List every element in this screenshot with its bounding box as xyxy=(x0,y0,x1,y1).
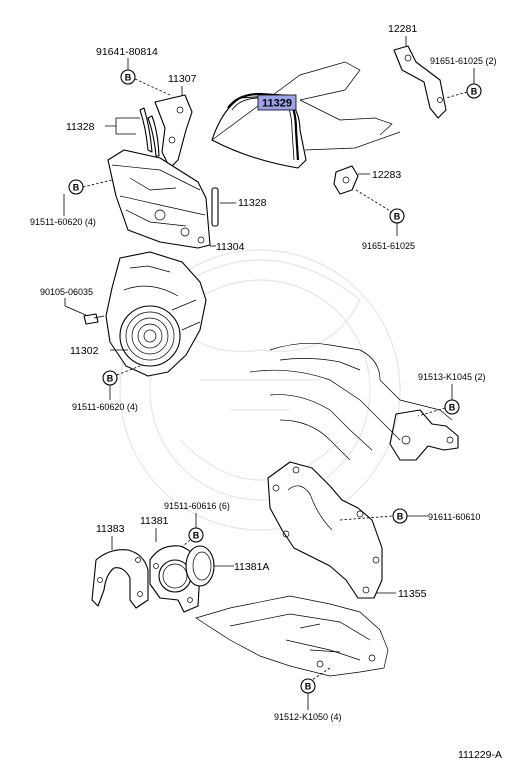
svg-text:B: B xyxy=(449,403,456,413)
label-90105-06035: 90105-06035 xyxy=(40,287,93,297)
part-11381a-oil-seal[interactable] xyxy=(185,545,215,587)
label-11328-top: 11328 xyxy=(66,121,95,133)
svg-text:B: B xyxy=(471,87,478,97)
part-11328-seal-top[interactable] xyxy=(139,107,160,157)
bolt-symbol-91651-61025-2[interactable]: B xyxy=(466,83,482,99)
part-11383-oil-seal-retainer[interactable] xyxy=(91,549,149,609)
label-11383: 11383 xyxy=(96,523,125,535)
label-91511-60616: 91511-60616 (6) xyxy=(164,501,230,511)
exhaust-manifold-outline xyxy=(249,343,459,461)
svg-text:B: B xyxy=(394,212,401,222)
label-91611-60610: 91611-60610 xyxy=(428,512,480,522)
part-90105-06035-bolt[interactable] xyxy=(83,313,105,325)
bolt-symbol-91611-60610[interactable]: B xyxy=(392,508,408,524)
label-11381a: 11381A xyxy=(234,561,269,573)
label-11381: 11381 xyxy=(140,515,169,527)
label-91651-61025: 91651-61025 xyxy=(362,241,415,251)
label-91513-k1045: 91513-K1045 (2) xyxy=(418,372,486,382)
bolt-symbol-91641-80814[interactable]: B xyxy=(120,69,136,85)
label-11355: 11355 xyxy=(398,588,427,600)
watermark-emblem xyxy=(119,249,401,531)
bolt-symbol-91511-60620-a[interactable]: B xyxy=(68,179,84,195)
callout-11329-box[interactable] xyxy=(257,94,297,111)
label-91651-61025-2: 91651-61025 (2) xyxy=(430,56,497,66)
label-91511-60620-b: 91511-60620 (4) xyxy=(72,402,138,412)
svg-text:B: B xyxy=(193,531,200,541)
label-11304: 11304 xyxy=(216,241,245,253)
svg-text:B: B xyxy=(107,374,114,384)
part-11304-timing-cover-upper[interactable] xyxy=(107,149,211,249)
part-12283-engine-hanger[interactable] xyxy=(333,165,359,195)
part-12281-engine-hanger[interactable] xyxy=(393,45,447,119)
label-12281: 12281 xyxy=(388,23,417,35)
label-11302: 11302 xyxy=(70,345,99,357)
bolt-symbol-91513-k1045[interactable]: B xyxy=(444,399,460,415)
svg-text:B: B xyxy=(125,73,132,83)
part-11355-rear-plate[interactable] xyxy=(267,461,383,599)
label-12283: 12283 xyxy=(372,169,401,181)
part-11302-timing-cover-lower[interactable] xyxy=(105,251,207,377)
label-91512-k1050: 91512-K1050 (4) xyxy=(274,712,342,722)
label-91641-80814: 91641-80814 xyxy=(96,46,158,58)
bolt-symbol-91511-60616[interactable]: B xyxy=(188,527,204,543)
bolt-symbol-91511-60620-b[interactable]: B xyxy=(102,370,118,386)
bolt-symbol-91651-61025[interactable]: B xyxy=(389,208,405,224)
oil-pan-outline xyxy=(195,595,389,677)
svg-text:B: B xyxy=(397,512,404,522)
svg-text:B: B xyxy=(305,682,312,692)
label-11328-mid: 11328 xyxy=(238,197,267,209)
callout-11329-label: 11329 xyxy=(262,98,292,110)
figure-code: 111229-A xyxy=(458,749,502,761)
label-91511-60620-a: 91511-60620 (4) xyxy=(30,217,96,227)
svg-text:B: B xyxy=(73,183,80,193)
part-11328-pin[interactable] xyxy=(211,187,219,227)
label-11307: 11307 xyxy=(168,73,197,85)
bolt-symbol-91512-k1050[interactable]: B xyxy=(300,678,316,694)
part-11307-bracket[interactable] xyxy=(154,94,193,169)
cylinder-head-outline xyxy=(211,61,401,169)
